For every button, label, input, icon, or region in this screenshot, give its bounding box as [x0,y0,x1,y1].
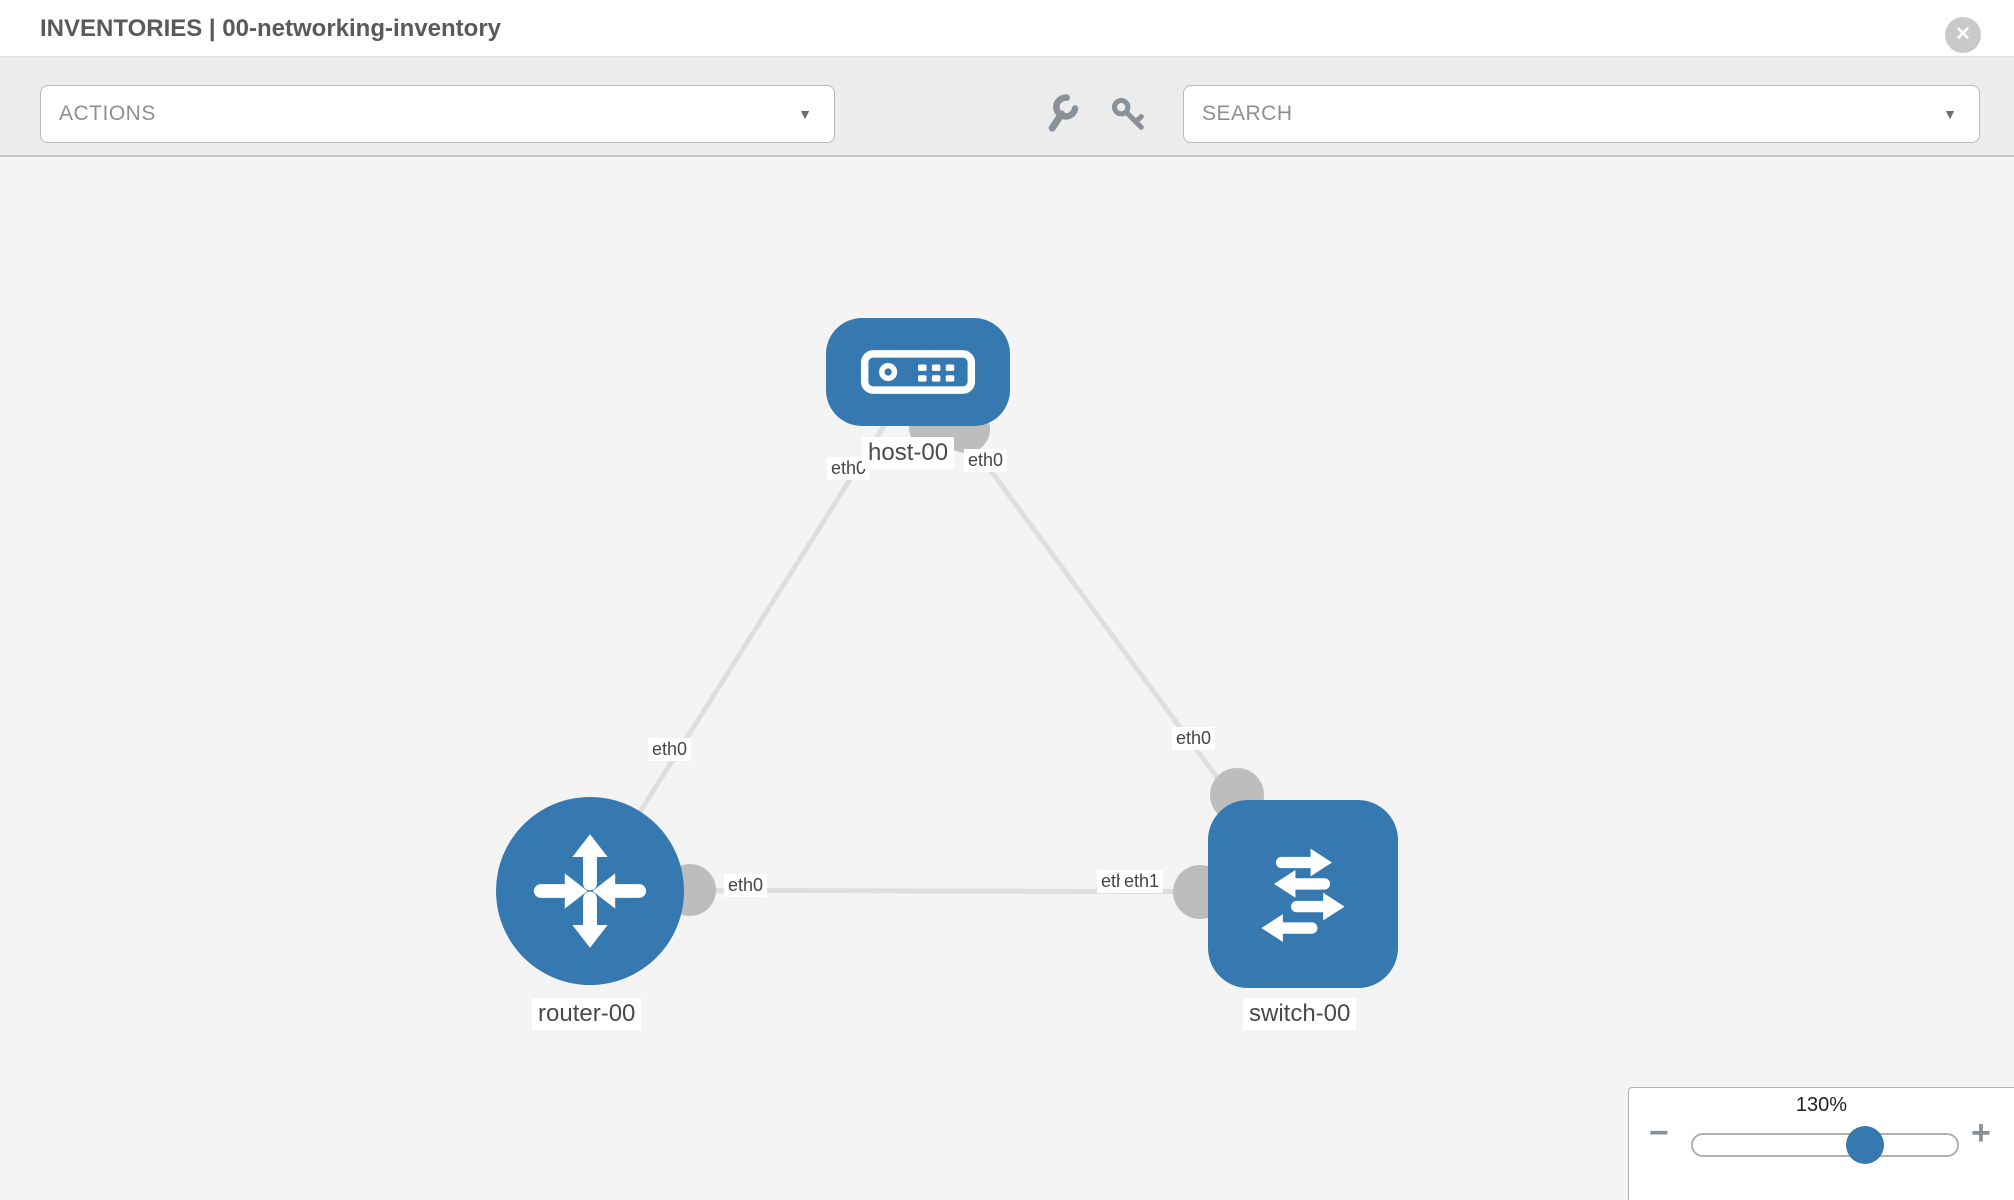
node-router-00[interactable] [496,797,684,985]
plus-icon: + [1971,1114,1991,1152]
zoom-panel: 130% − + [1628,1087,2014,1200]
node-host-00[interactable] [826,318,1010,426]
key-icon [1111,97,1144,130]
search-dropdown[interactable]: SEARCH ▼ [1183,85,1980,143]
topology-edges [587,370,1306,896]
zoom-slider-track[interactable] [1691,1133,1959,1157]
chevron-down-icon: ▼ [1943,106,1957,122]
chevron-down-icon: ▼ [798,106,812,122]
toolbar: ACTIONS ▼ SEARCH ▼ [0,57,2014,157]
close-button[interactable]: ✕ [1945,17,1981,53]
actions-dropdown[interactable]: ACTIONS ▼ [40,85,835,143]
switch-icon [1261,848,1345,942]
host-icon [860,350,976,394]
node-label-router-00: router-00 [532,998,642,1030]
page-title: INVENTORIES | 00-networking-inventory [40,15,502,42]
configure-button[interactable] [1044,94,1084,134]
actions-dropdown-label: ACTIONS [59,102,156,125]
zoom-level-value: 130% [1795,1094,1848,1116]
minus-icon: − [1649,1114,1669,1152]
node-label-host-00: host-00 [862,437,955,469]
edge-label-host-router-at-host: eth0 [827,457,871,480]
edge-label-host-router-at-router: eth0 [648,738,692,761]
header: INVENTORIES | 00-networking-inventory ✕ [0,0,2014,57]
wrench-icon [1048,94,1079,132]
edge-label-host-switch-at-switch: eth0 [1172,727,1216,750]
zoom-slider-thumb[interactable] [1846,1126,1884,1164]
zoom-in-button[interactable]: + [1971,1116,1991,1150]
node-label-switch-00: switch-00 [1243,998,1357,1030]
node-switch-00[interactable] [1208,800,1398,988]
edge-label-router-switch-at-router: eth0 [724,874,768,897]
search-dropdown-label: SEARCH [1202,102,1293,125]
zoom-out-button[interactable]: − [1649,1116,1669,1150]
edge-label-host-switch-at-host: eth0 [964,449,1008,472]
credentials-button[interactable] [1110,96,1150,136]
topology-canvas[interactable]: host-00 router-00 switch-00 eth0 eth0 et… [0,157,2014,1200]
edge-label-router-switch-at-switch: eth1 [1120,870,1164,893]
router-icon [533,834,647,948]
close-icon: ✕ [1955,24,1971,45]
